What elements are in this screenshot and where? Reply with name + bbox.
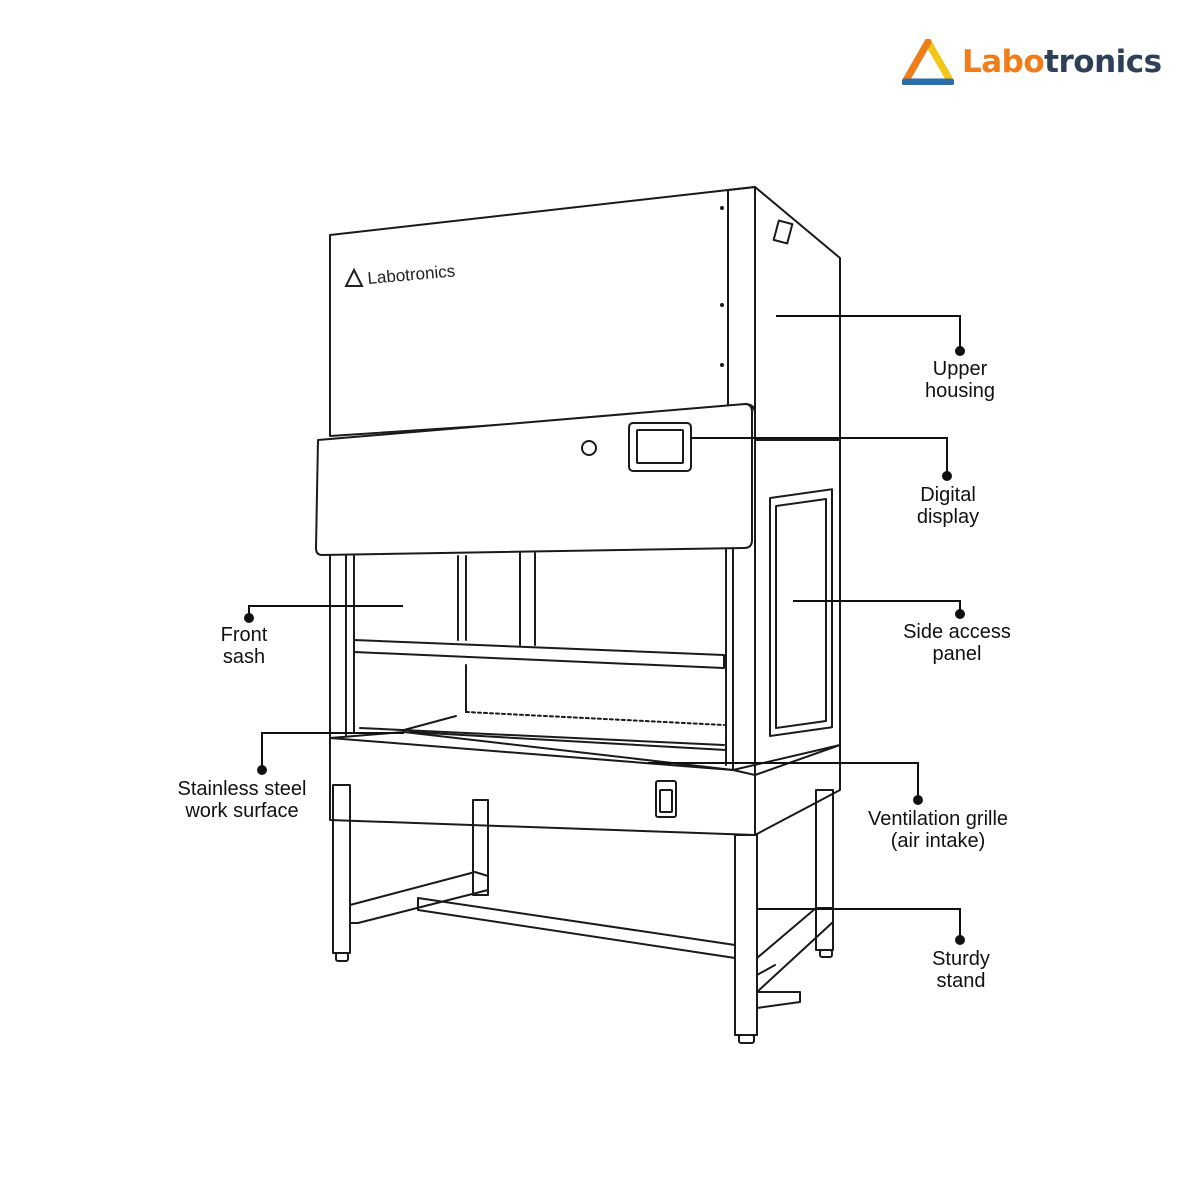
triangle-icon <box>344 267 364 287</box>
label-ventilation-grille-line1: Ventilation grille <box>867 808 1009 830</box>
labotronics-logo-icon <box>902 39 954 85</box>
label-sturdy-stand: Sturdy stand <box>901 948 1021 992</box>
brand-wordmark: Labotronics <box>962 43 1162 80</box>
leader-work-surface <box>261 732 404 770</box>
leader-digital-display <box>690 437 948 476</box>
dot-ventilation-grille <box>913 795 923 805</box>
dot-sturdy-stand <box>955 935 965 945</box>
dot-upper-housing <box>955 346 965 356</box>
leader-upper-housing <box>776 315 961 351</box>
dot-side-access-panel <box>955 609 965 619</box>
label-side-access-panel-line1: Side access <box>903 621 1011 643</box>
front-opening <box>329 547 734 771</box>
label-ventilation-grille: Ventilation grille (air intake) <box>843 808 1033 852</box>
label-digital-display-line2: display <box>916 506 980 528</box>
label-work-surface-line2: work surface <box>185 800 299 822</box>
label-front-sash-line1: Front <box>220 624 268 646</box>
lower-base <box>329 731 841 836</box>
label-work-surface-line1: Stainless steel <box>177 778 307 800</box>
label-front-sash: Front sash <box>184 624 304 668</box>
label-digital-display: Digital display <box>888 484 1008 528</box>
power-knob <box>581 440 597 456</box>
label-upper-housing-line1: Upper <box>932 358 988 380</box>
label-upper-housing-line2: housing <box>924 380 996 402</box>
label-side-access-panel: Side access panel <box>877 621 1037 665</box>
digital-display-screen <box>628 422 692 472</box>
leader-ventilation-grille <box>648 762 919 800</box>
side-access-panel <box>769 488 833 738</box>
label-side-access-panel-line2: panel <box>932 643 982 665</box>
leader-sturdy-stand <box>757 908 961 940</box>
label-sturdy-stand-line2: stand <box>936 970 986 992</box>
label-ventilation-grille-line2: (air intake) <box>890 830 986 852</box>
label-sturdy-stand-line1: Sturdy <box>932 948 990 970</box>
ventilation-grille <box>655 780 677 818</box>
dot-digital-display <box>942 471 952 481</box>
upper-housing <box>329 186 841 441</box>
dot-work-surface <box>257 765 267 775</box>
brand-wordmark-part1: Labo <box>962 43 1045 80</box>
label-upper-housing: Upper housing <box>900 358 1020 402</box>
side-body <box>754 439 841 836</box>
brand-logo: Labotronics <box>902 36 1162 88</box>
dot-front-sash <box>244 613 254 623</box>
stand <box>332 784 834 1044</box>
brand-wordmark-part2: tronics <box>1044 43 1162 80</box>
control-panel <box>315 403 756 556</box>
label-digital-display-line1: Digital <box>920 484 976 506</box>
label-work-surface: Stainless steel work surface <box>152 778 332 822</box>
leader-front-sash <box>248 605 403 618</box>
label-front-sash-line2: sash <box>222 646 266 668</box>
